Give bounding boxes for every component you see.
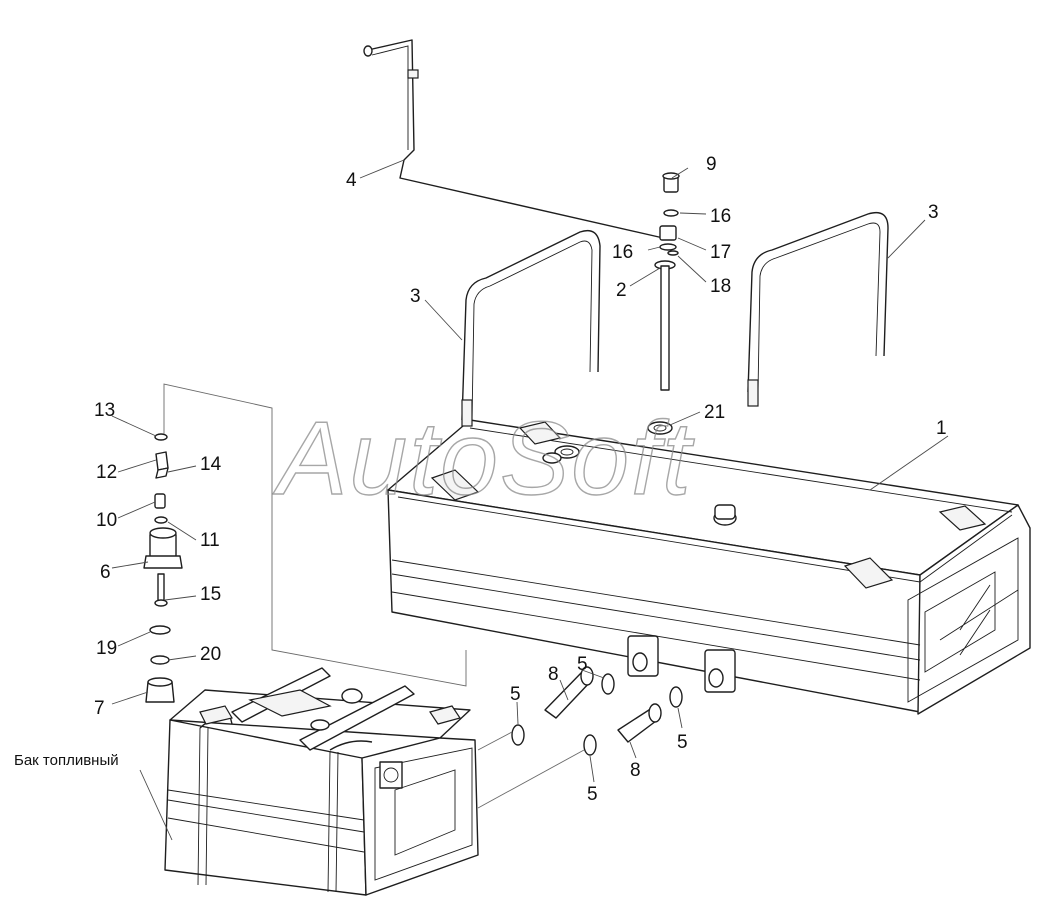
callout-5-b: 5: [577, 654, 588, 675]
callout-20: 20: [200, 644, 221, 665]
tank-strap-left: [461, 229, 601, 427]
callout-8-a: 8: [548, 664, 559, 685]
callout-labels: 1 2 3 3 4 5 5 5 5 6 7 8 8 9 10 11 12 13 …: [94, 154, 947, 805]
hose-guide-upper: [477, 731, 513, 751]
callout-5-d: 5: [587, 784, 598, 805]
callout-3-left: 3: [410, 286, 421, 307]
hose-lower: [617, 703, 662, 743]
assembly-guide-line: [163, 383, 467, 687]
callout-5-a: 5: [510, 684, 521, 705]
callout-4: 4: [346, 170, 357, 191]
callout-10: 10: [96, 510, 117, 531]
hose-upper: [544, 666, 594, 719]
callout-7: 7: [94, 698, 105, 719]
level-sender-assembly: [654, 172, 680, 391]
callout-1: 1: [936, 418, 947, 439]
callout-6: 6: [100, 562, 111, 583]
callout-3-right: 3: [928, 202, 939, 223]
callout-2: 2: [616, 280, 627, 301]
callout-12: 12: [96, 462, 117, 483]
hose-guide-lower: [477, 749, 585, 809]
callout-9: 9: [706, 154, 717, 175]
watermark-text: AutoSoft: [272, 401, 695, 517]
callout-11: 11: [200, 530, 220, 551]
callout-16-right: 16: [710, 206, 731, 227]
fuel-tank-assembled: [164, 667, 479, 896]
callout-19: 19: [96, 638, 117, 659]
callout-17: 17: [710, 242, 731, 263]
fuel-tank-caption: Бак топливный: [14, 752, 119, 769]
callout-5-c: 5: [677, 732, 688, 753]
leader-lines: [111, 159, 949, 841]
callout-18: 18: [710, 276, 731, 297]
callout-15: 15: [200, 584, 221, 605]
tank-strap-right: [747, 211, 889, 407]
vent-tube: [363, 39, 673, 241]
callout-8-b: 8: [630, 760, 641, 781]
callout-13: 13: [94, 400, 115, 421]
fitting-stack: [143, 433, 183, 703]
callout-21: 21: [704, 402, 725, 423]
callout-14: 14: [200, 454, 222, 475]
callout-16-left: 16: [612, 242, 633, 263]
hose-clamps: [511, 673, 683, 756]
fuel-tank-main: [387, 419, 1031, 715]
